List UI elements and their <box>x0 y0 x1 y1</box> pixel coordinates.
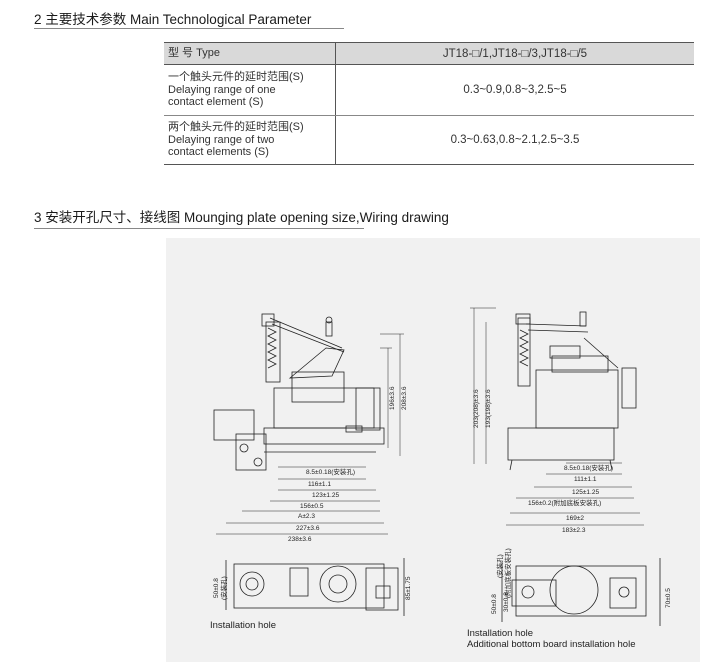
right-dim-193: 193(198)±3.6 <box>485 389 492 428</box>
right-bottom-dim-30: 30±0.8 <box>503 592 510 612</box>
right-dim-203: 203(208)±3.6 <box>473 389 480 428</box>
spec-header-row: 型 号 Type JT18-□/1,JT18-□/3,JT18-□/5 <box>164 42 694 65</box>
row2-value: 0.3~0.63,0.8~2.1,2.5~3.5 <box>335 115 694 165</box>
spec-table: 型 号 Type JT18-□/1,JT18-□/3,JT18-□/5 一个触头… <box>164 42 694 165</box>
left-bottom-dim-85: 85±1.75 <box>405 576 412 600</box>
right-dim-111: 111±1.1 <box>574 476 597 483</box>
left-dim-156: 156±0.5 <box>300 503 324 510</box>
right-dim-183: 183±2.3 <box>562 527 586 534</box>
right-caption-1: Installation hole <box>467 628 534 639</box>
right-dim-hole: 8.5±0.18(安装孔) <box>564 463 613 472</box>
technical-drawing: 8.5±0.18(安装孔) 116±1.1 123±1.25 156±0.5 A… <box>213 307 672 626</box>
right-bottom-view <box>501 558 661 626</box>
left-dim-238: 238±3.6 <box>288 536 312 543</box>
section-3-title: 3 安装开孔尺寸、接线图 Mounging plate opening size… <box>34 210 449 225</box>
left-caption: Installation hole <box>210 620 277 631</box>
left-dim-116: 116±1.1 <box>308 481 331 488</box>
right-dim-125: 125±1.25 <box>572 489 599 496</box>
spec-row-one-contact: 一个触头元件的延时范围(S) Delaying range of one con… <box>164 64 694 116</box>
left-dim-a: A±2.3 <box>298 513 315 520</box>
right-dimension-lines <box>470 307 644 526</box>
left-dim-123: 123±1.25 <box>312 492 339 499</box>
type-label: 型 号 Type <box>164 42 336 65</box>
row1-label-en-1: Delaying range of one <box>168 83 276 96</box>
left-dim-227: 227±3.6 <box>296 525 320 532</box>
row1-value: 0.3~0.9,0.8~3,2.5~5 <box>335 64 694 116</box>
row2-label-en-2: contact elements (S) <box>168 146 269 159</box>
right-front-view <box>507 311 637 471</box>
type-value: JT18-□/1,JT18-□/3,JT18-□/5 <box>335 42 694 65</box>
section-2-underline <box>34 28 344 29</box>
section-2-title: 2 主要技术参数 Main Technological Parameter <box>34 12 312 27</box>
row1-label-en-2: contact element (S) <box>168 96 264 109</box>
right-bottom-dim-extra-hole: (附加底板安装孔) <box>503 548 512 598</box>
right-dim-156: 156±0.2(附加底板安装孔) <box>528 498 601 507</box>
left-front-view <box>213 313 385 471</box>
right-caption-2: Additional bottom board installation hol… <box>467 639 636 650</box>
section-3-underline <box>34 228 364 229</box>
row2-label-cn: 两个触头元件的延时范围(S) <box>168 121 304 134</box>
right-bottom-dim-hole: (安装孔) <box>495 554 504 578</box>
spec-row-two-contacts: 两个触头元件的延时范围(S) Delaying range of two con… <box>164 115 694 165</box>
right-bottom-dim-50: 50±0.8 <box>491 594 498 614</box>
left-dim-208: 208±3.6 <box>401 386 408 410</box>
row2-label-en-1: Delaying range of two <box>168 133 275 146</box>
left-dim-hole: 8.5±0.18(安装孔) <box>306 467 355 476</box>
left-bottom-dim-hole: (安装孔) <box>219 576 228 600</box>
right-bottom-dim-70: 70±0.5 <box>665 588 672 608</box>
row1-label-cn: 一个触头元件的延时范围(S) <box>168 71 304 84</box>
technical-drawing-panel: 8.5±0.18(安装孔) 116±1.1 123±1.25 156±0.5 A… <box>166 238 700 662</box>
left-bottom-view <box>225 558 405 616</box>
left-dimension-lines <box>216 333 404 535</box>
left-bottom-dim-50: 50±0.8 <box>213 578 220 598</box>
right-dim-169: 169±2 <box>566 515 584 522</box>
left-dim-196: 196±3.6 <box>389 386 396 410</box>
